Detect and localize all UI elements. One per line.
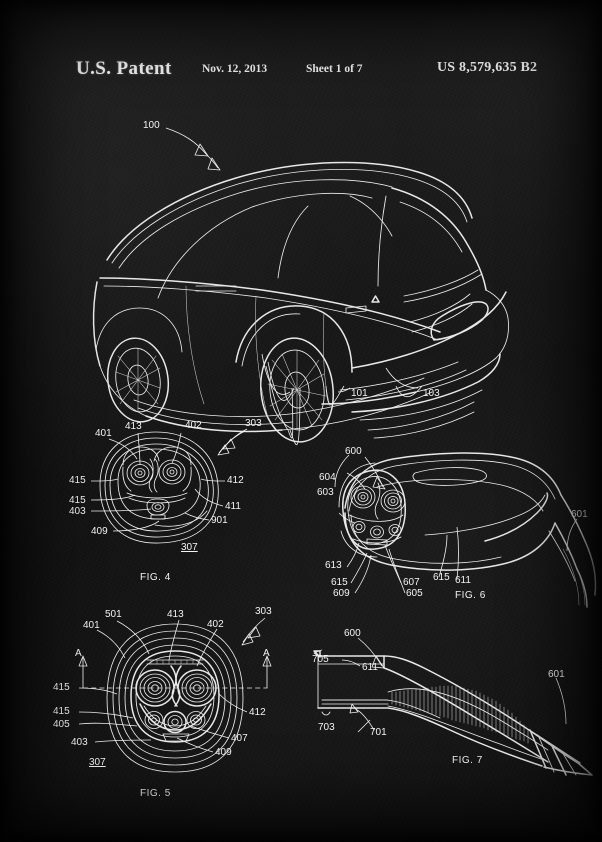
page-title: U.S. Patent	[76, 58, 172, 79]
fig4-caption: FIG. 4	[140, 572, 171, 583]
ref-703: 703	[318, 722, 335, 733]
fig4-connector-body	[99, 431, 219, 544]
figure-6: 600 604 603 601 613 615 609 607 605 615 …	[317, 446, 597, 608]
ref-501: 501	[105, 609, 122, 620]
fig5-section-label-a-left: A	[75, 648, 82, 659]
ref-611: 611	[362, 662, 378, 673]
fig7-labels: 600 705 611 601 703 701	[312, 628, 565, 738]
ref-303: 303	[255, 606, 272, 617]
vehicle-drawing	[92, 127, 509, 446]
fig4-labels: 401 413 402 303 415 415 403 409 412 411 …	[69, 418, 262, 553]
front-wheel-spokes	[115, 347, 161, 413]
ref-701: 701	[370, 727, 387, 738]
ref-609: 609	[333, 588, 350, 599]
ref-402: 402	[185, 420, 202, 431]
figure-7: 600 705 611 601 703 701 FIG. 7	[312, 628, 593, 776]
ref-409: 409	[215, 747, 232, 758]
ref-413: 413	[167, 609, 184, 620]
ref-611: 611	[455, 575, 471, 586]
ref-415-b: 415	[69, 495, 86, 506]
figure-4: 401 413 402 303 415 415 403 409 412 411 …	[69, 418, 262, 583]
fig5-section-marker-307: 307	[89, 757, 106, 768]
ref-101: 101	[351, 388, 368, 399]
fig5-section-label-a-right: A	[263, 648, 270, 659]
ref-600: 600	[344, 628, 361, 639]
ref-411: 411	[225, 501, 241, 512]
ref-601: 601	[548, 669, 565, 680]
fig7-leaders	[314, 649, 567, 733]
rear-wheel-spokes	[267, 349, 327, 431]
fig6-caption: FIG. 6	[455, 590, 486, 601]
figure-5: 501 413 401 402 303 415 415 405 403 412 …	[53, 606, 272, 799]
ref-600: 600	[345, 446, 362, 457]
fig4-leaders	[90, 430, 246, 532]
fig7-nozzle-section	[313, 650, 593, 776]
ref-407: 407	[231, 733, 248, 744]
ref-401: 401	[83, 620, 100, 631]
fig5-labels: 501 413 401 402 303 415 415 405 403 412 …	[53, 606, 272, 768]
ref-403: 403	[71, 737, 88, 748]
fig7-arrow-600	[357, 637, 383, 667]
figure-vehicle: 100 101 103	[92, 120, 509, 446]
ref-613: 613	[325, 560, 342, 571]
ref-615-a: 615	[331, 577, 348, 588]
fig5-leaders	[78, 619, 248, 753]
ref-603: 603	[317, 487, 334, 498]
ref-303: 303	[245, 418, 262, 429]
ref-415-a: 415	[69, 475, 86, 486]
ref-615-b: 615	[433, 572, 450, 583]
ref-705: 705	[312, 654, 329, 665]
ref-412: 412	[249, 707, 266, 718]
vehicle-labels: 100 101 103	[143, 120, 440, 399]
fig7-caption: FIG. 7	[452, 755, 483, 766]
sheet-number: Sheet 1 of 7	[306, 63, 363, 75]
ref-415-a: 415	[53, 682, 70, 693]
patent-header: U.S. Patent Nov. 12, 2013 Sheet 1 of 7 U…	[0, 58, 602, 84]
ref-604: 604	[319, 472, 336, 483]
ref-415-b: 415	[53, 706, 70, 717]
fig4-section-marker-307: 307	[181, 542, 198, 553]
ref-103: 103	[423, 388, 440, 399]
ref-412: 412	[227, 475, 244, 486]
fig6-labels: 600 604 603 601 613 615 609 607 605 615 …	[317, 446, 588, 599]
fig5-arrow-303	[242, 617, 266, 643]
ref-413: 413	[125, 421, 142, 432]
ref-402: 402	[207, 619, 224, 630]
patent-date: Nov. 12, 2013	[202, 63, 268, 75]
ref-401: 401	[95, 428, 112, 439]
ref-409: 409	[91, 526, 108, 537]
fig6-leaders	[334, 454, 578, 594]
ref-605: 605	[406, 588, 423, 599]
vehicle-leaders	[261, 353, 419, 401]
fig5-caption: FIG. 5	[140, 788, 171, 799]
ref-901: 901	[211, 515, 228, 526]
ref-607: 607	[403, 577, 420, 588]
fig6-nozzle-body	[338, 452, 597, 608]
ref-403: 403	[69, 506, 86, 517]
fig5-port-body	[78, 623, 272, 773]
ref-405: 405	[53, 719, 70, 730]
ref-100: 100	[143, 120, 160, 131]
ref-601: 601	[571, 509, 588, 520]
patent-number: US 8,579,635 B2	[437, 60, 538, 75]
